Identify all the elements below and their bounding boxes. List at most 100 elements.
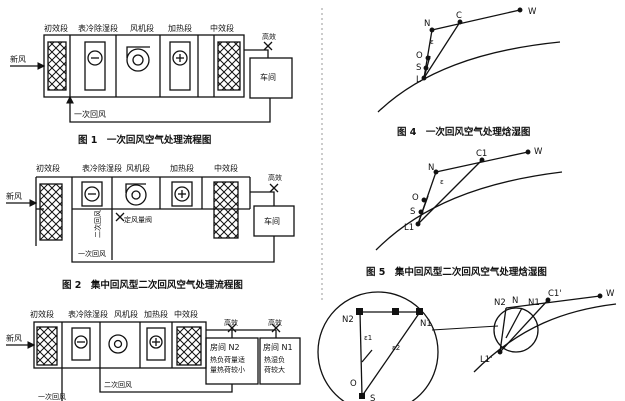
fig1-return-air-label: 一次回风 xyxy=(74,109,106,119)
fig1-label-cooling: 表冷除湿段 xyxy=(78,23,118,33)
fig1-room xyxy=(249,57,293,99)
fig3-room-n1-desc-2: 荷较大 xyxy=(264,365,285,374)
fig6-epsilon-2: ε2 xyxy=(392,344,400,352)
fig6-zoom-point-n2: N2 xyxy=(342,315,354,325)
fig2-room-label: 车间 xyxy=(264,216,280,226)
fig1-fan-icon xyxy=(126,48,150,72)
fig5-point-c1: C1 xyxy=(476,149,487,159)
fig3-room-n1 xyxy=(259,337,301,385)
fig5-epsilon-label: ε xyxy=(440,178,444,186)
fig3-room-n1-title: 房间 N1 xyxy=(263,342,293,352)
fig2-primary-filter xyxy=(39,183,63,241)
fig2-medium-filter xyxy=(213,181,239,239)
fig5-point-o: O xyxy=(412,193,419,203)
fig3-medium-filter xyxy=(176,326,202,366)
fig2-label-fan: 风机段 xyxy=(126,163,150,173)
fig6-small-point-n1: N1 xyxy=(528,298,540,308)
fig3-label-cooling: 表冷除湿段 xyxy=(68,309,108,319)
fig5-point-l1: L1 xyxy=(404,223,414,233)
figure-6-psychrometric-detail: N2 N1 O S ε1 ε2 N2 N N1 C1' W L1' xyxy=(317,289,617,401)
fig3-room-n2-desc-2: 量热荷较小 xyxy=(210,365,245,374)
fig3-label-medium-filter: 中效段 xyxy=(174,309,198,319)
fig2-fresh-air-label: 新风 xyxy=(6,191,22,201)
fig2-const-valve-label: 定风量阀 xyxy=(124,215,152,224)
fig6-small-circle xyxy=(493,307,539,353)
fig6-small-point-n2: N2 xyxy=(494,298,506,308)
fig6-small-point-w: W xyxy=(606,289,615,299)
fig1-hepa-valve-icon xyxy=(263,41,273,51)
fig3-hepa-valve-2-icon xyxy=(271,323,281,333)
fig2-return-air-1-label: 一次回风 xyxy=(78,249,106,258)
fig1-cooling-coil xyxy=(84,41,106,91)
fig3-label-fan: 风机段 xyxy=(114,309,138,319)
fig2-heater-coil xyxy=(171,181,193,207)
fig6-zoom-point-n1: N1 xyxy=(420,319,432,329)
fig4-caption: 图 4 一次回风空气处理焓湿图 xyxy=(397,126,530,138)
fig5-point-n: N xyxy=(428,163,434,173)
fig2-label-primary-filter: 初效段 xyxy=(36,163,60,173)
fig6-zoom-point-s: S xyxy=(370,394,375,401)
fig4-saturation-curve xyxy=(377,41,561,113)
fig6-small-point-c1p: C1' xyxy=(548,289,562,299)
fig6-epsilon-1: ε1 xyxy=(364,334,372,342)
fig3-label-heater: 加热段 xyxy=(144,309,168,319)
fig3-label-high-eff-2: 高效 xyxy=(268,318,282,327)
fig3-hepa-valve-1-icon xyxy=(227,323,237,333)
fig3-room-n1-desc-1: 热湿负 xyxy=(264,355,285,364)
fig6-saturation-curve xyxy=(473,303,617,373)
fig1-label-heater: 加热段 xyxy=(168,23,192,33)
figure-2-flowchart: 初效段 表冷除湿段 风机段 加热段 中效段 高效 新风 xyxy=(6,163,295,291)
fig2-constant-air-valve-icon xyxy=(115,212,125,222)
fig2-fan-icon xyxy=(125,184,147,206)
fig6-zoom-point-o: O xyxy=(350,379,357,389)
fig1-primary-filter xyxy=(47,41,67,91)
fig6-line-n-w xyxy=(505,295,601,309)
fig2-heater-plus-icon xyxy=(174,186,190,202)
fig6-small-point-n: N xyxy=(512,296,518,306)
fig2-cooling-coil xyxy=(81,181,103,207)
fig3-heater-coil xyxy=(146,327,166,361)
figure-3-flowchart: 初效段 表冷除湿段 风机段 加热段 中效段 高效 高效 新风 房间 N2 热负荷… xyxy=(6,309,301,401)
fig4-point-c: C xyxy=(456,11,462,21)
fig2-label-medium-filter: 中效段 xyxy=(214,163,238,173)
fig1-fresh-air-label: 新风 xyxy=(10,54,26,64)
fig2-caption: 图 2 集中回风型二次回风空气处理流程图 xyxy=(62,279,243,291)
fig1-label-high-eff: 高效 xyxy=(262,32,276,41)
fig3-label-primary-filter: 初效段 xyxy=(30,309,54,319)
fig1-label-medium-filter: 中效段 xyxy=(210,23,234,33)
fig1-label-fan: 风机段 xyxy=(130,23,154,33)
fig3-fresh-air-label: 新风 xyxy=(6,333,22,343)
fig5-point-w: W xyxy=(534,147,543,157)
fig4-line-n-w xyxy=(431,9,521,31)
fig1-caption: 图 1 一次回风空气处理流程图 xyxy=(78,134,211,146)
fig4-point-w: W xyxy=(528,7,537,17)
fig5-point-s: S xyxy=(410,207,415,217)
fig3-room-n2-desc-1: 热负荷量适 xyxy=(210,355,245,364)
fig4-point-s: S xyxy=(416,63,421,73)
fig1-cooling-minus-icon xyxy=(87,50,103,66)
fig6-zoom-circle xyxy=(317,291,439,401)
fig1-heater-plus-icon xyxy=(172,50,188,66)
fig6-small-point-l1p: L1' xyxy=(480,355,492,365)
figure-4-psychrometric-chart: N C W O S L ε 图 4 一次回风空气处理焓湿图 xyxy=(377,7,561,138)
fig3-label-high-eff-1: 高效 xyxy=(224,318,238,327)
fig3-cooling-minus-icon xyxy=(74,335,88,349)
fig3-return-air-1-label: 一次回风 xyxy=(38,392,66,401)
fig2-label-heater: 加热段 xyxy=(170,163,194,173)
fig2-label-high-eff: 高效 xyxy=(268,173,282,182)
fig5-saturation-curve xyxy=(375,171,563,251)
fig3-fan-icon xyxy=(108,334,128,354)
fig3-return-air-2-label: 二次回风 xyxy=(104,380,132,389)
fig5-caption: 图 5 集中回风型二次回风空气处理焓湿图 xyxy=(366,266,547,278)
fig3-room-n2-title: 房间 N2 xyxy=(210,342,240,352)
figure-1-flowchart: 初效段 表冷除湿段 风机段 加热段 中效段 高效 新风 车间 xyxy=(10,23,293,146)
figure-5-psychrometric-chart: N C1 W O S L1 ε 图 5 集中回风型二次回风空气处理焓湿图 xyxy=(366,147,563,278)
fig2-hepa-valve-icon xyxy=(269,183,279,193)
fig4-epsilon-label: ε xyxy=(430,38,434,46)
fig3-cooling-coil xyxy=(71,327,91,361)
fig2-return-air-2-label: 二次回风 xyxy=(93,210,102,238)
fig2-label-cooling: 表冷除湿段 xyxy=(82,163,122,173)
fig4-point-o: O xyxy=(416,51,423,61)
fig1-room-label: 车间 xyxy=(260,72,276,82)
